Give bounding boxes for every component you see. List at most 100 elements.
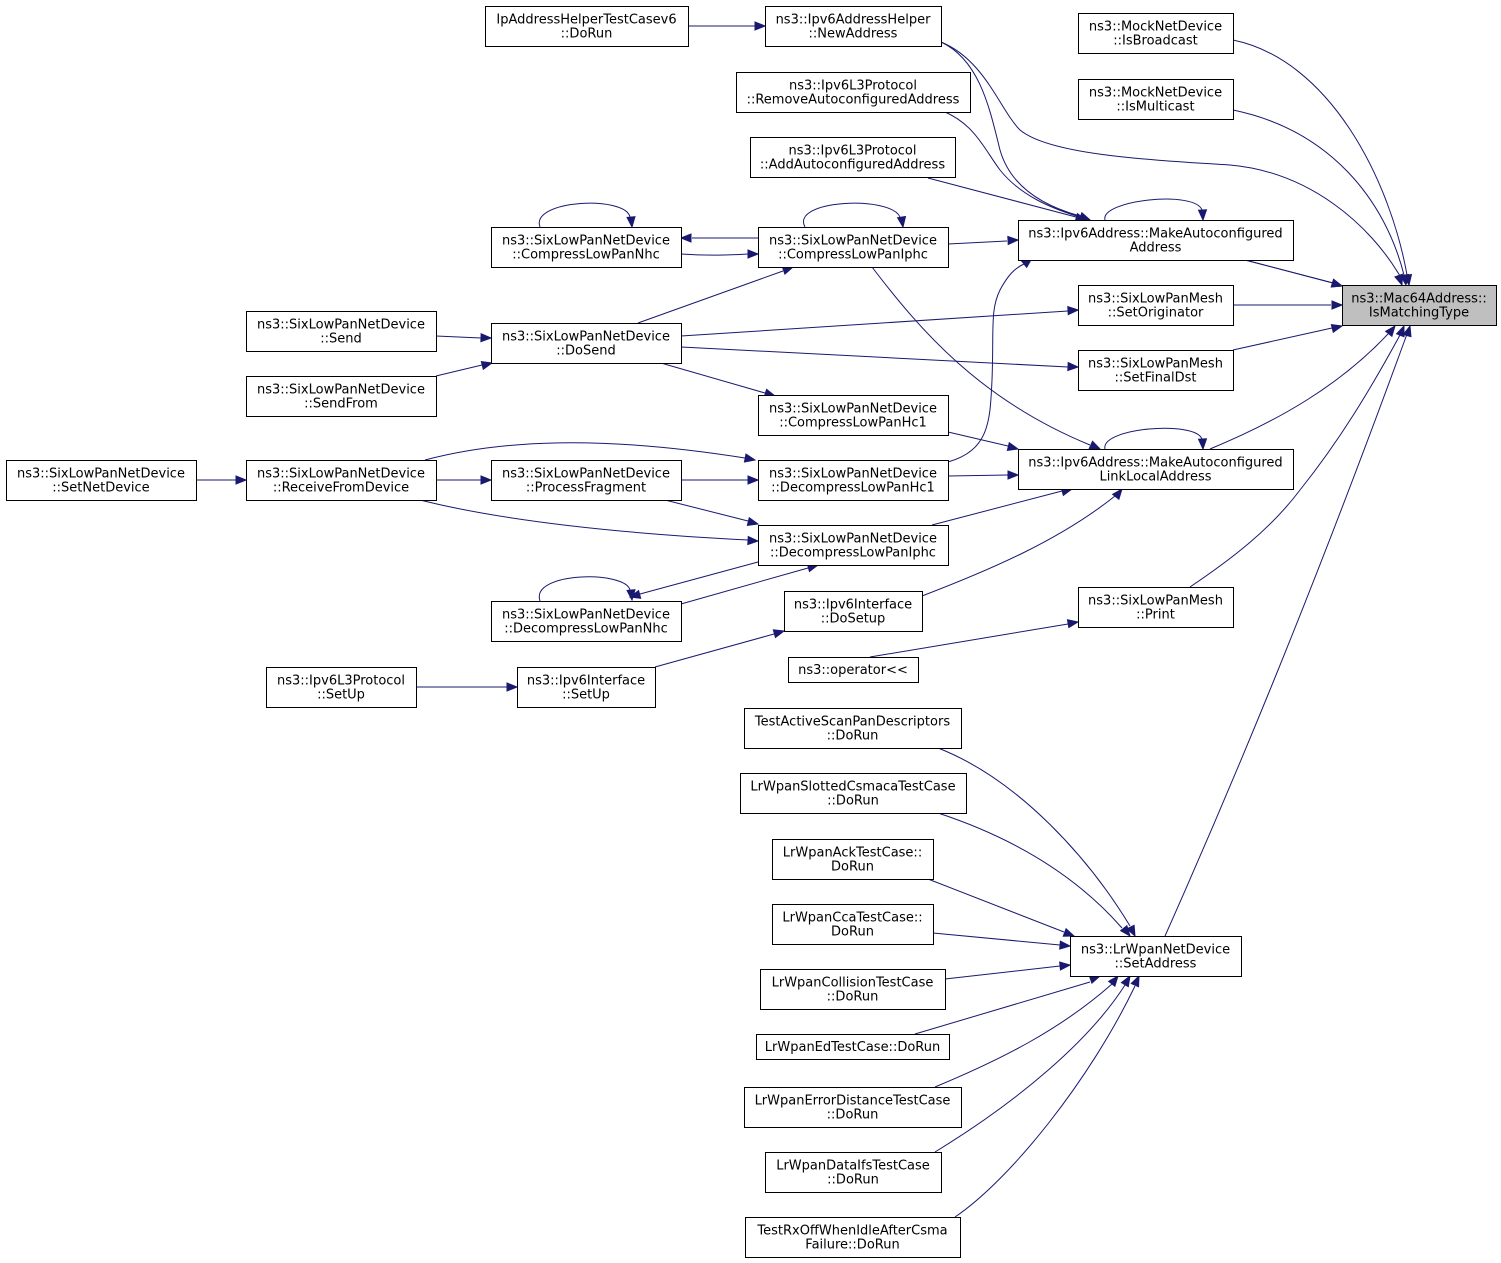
- arrowhead: [1067, 305, 1080, 316]
- edge-ifsetup-to-dosetup: [654, 629, 786, 668]
- node-box: [246, 311, 437, 352]
- arrowhead: [1007, 235, 1020, 246]
- arrowhead: [743, 453, 757, 463]
- node-label-line: ns3::Ipv6AddressHelper: [776, 13, 932, 28]
- node-t_errdist[interactable]: LrWpanErrorDistanceTestCase::DoRun: [744, 1087, 962, 1128]
- node-label-line: ::ProcessFragment: [526, 481, 646, 496]
- node-oplt[interactable]: ns3::operator<<: [788, 657, 919, 683]
- node-label-line: ns3::SixLowPanNetDevice: [769, 532, 937, 547]
- node-label-line: ns3::Ipv6Address::MakeAutoconfigured: [1028, 227, 1282, 242]
- edge-line: [664, 499, 749, 522]
- node-decompnhc[interactable]: ns3::SixLowPanNetDevice::DecompressLowPa…: [491, 601, 682, 642]
- node-label-line: ns3::MockNetDevice: [1089, 20, 1222, 35]
- edge-line: [940, 41, 1081, 217]
- arrowhead: [1197, 438, 1208, 451]
- node-label-line: ns3::SixLowPanNetDevice: [769, 467, 937, 482]
- node-label-line: ::NewAddress: [809, 27, 898, 42]
- node-dosend[interactable]: ns3::SixLowPanNetDevice::DoSend: [491, 323, 682, 364]
- edge-line: [1232, 327, 1333, 351]
- node-label-line: ::ReceiveFromDevice: [273, 481, 409, 496]
- node-decompiphc[interactable]: ns3::SixLowPanNetDevice::DecompressLowPa…: [758, 525, 949, 566]
- node-label-line: ns3::Ipv6Interface: [527, 674, 645, 689]
- edge-line: [944, 965, 1061, 980]
- arrowhead: [747, 475, 760, 485]
- node-label-line: DoRun: [831, 860, 874, 875]
- node-t_collision[interactable]: LrWpanCollisionTestCase::DoRun: [760, 969, 946, 1010]
- arrowhead: [480, 332, 493, 343]
- node-t_activescan[interactable]: TestActiveScanPanDescriptors::DoRun: [744, 708, 962, 749]
- edge-line: [680, 346, 1069, 368]
- edge-line: [1244, 259, 1334, 284]
- node-box: [745, 1217, 961, 1258]
- node-removeauto[interactable]: ns3::Ipv6L3Protocol::RemoveAutoconfigure…: [736, 72, 971, 113]
- node-target[interactable]: ns3::Mac64Address::IsMatchingType: [1342, 285, 1497, 326]
- edge-line: [937, 747, 1131, 927]
- node-ifsetup[interactable]: ns3::Ipv6Interface::SetUp: [517, 667, 656, 708]
- arrowhead: [1330, 278, 1344, 288]
- edge-line: [680, 310, 1069, 337]
- node-label-line: ::DecompressLowPanIphc: [770, 546, 936, 561]
- node-ismulticast[interactable]: ns3::MockNetDevice::IsMulticast: [1078, 79, 1234, 120]
- node-procfrag[interactable]: ns3::SixLowPanNetDevice::ProcessFragment: [491, 460, 682, 501]
- node-setnetdev[interactable]: ns3::SixLowPanNetDevice::SetNetDevice: [6, 460, 197, 501]
- node-newaddr[interactable]: ns3::Ipv6AddressHelper::NewAddress: [765, 6, 942, 47]
- node-recvfrom[interactable]: ns3::SixLowPanNetDevice::ReceiveFromDevi…: [246, 460, 437, 501]
- node-comphc1[interactable]: ns3::SixLowPanNetDevice::CompressLowPanH…: [758, 395, 949, 436]
- node-box: [760, 969, 946, 1010]
- node-box: [6, 460, 197, 501]
- edge-t_slotted-to-lrsetaddr: [937, 812, 1131, 938]
- node-label-line: ::RemoveAutoconfiguredAddress: [747, 93, 960, 108]
- node-compiphc[interactable]: ns3::SixLowPanNetDevice::CompressLowPanI…: [758, 227, 949, 268]
- edge-line: [435, 364, 483, 377]
- node-setorig[interactable]: ns3::SixLowPanMesh::SetOriginator: [1078, 285, 1234, 326]
- node-t_ack[interactable]: LrWpanAckTestCase::DoRun: [772, 839, 934, 880]
- node-label-line: ::Send: [320, 332, 362, 347]
- arrowhead: [772, 629, 786, 639]
- node-iptest[interactable]: IpAddressHelperTestCasev6::DoRun: [485, 6, 689, 47]
- edge-t_activescan-to-lrsetaddr: [937, 747, 1136, 938]
- node-label-line: ::DoRun: [561, 27, 613, 42]
- node-t_dataifs[interactable]: LrWpanDataIfsTestCase::DoRun: [765, 1152, 942, 1193]
- edge-dosend-to-compiphc: [637, 265, 795, 324]
- edge-layer: [196, 21, 1413, 1218]
- node-layer: ns3::Mac64Address::IsMatchingType ns3::Mo…: [6, 6, 1497, 1258]
- node-label-line: LrWpanSlottedCsmacaTestCase: [750, 780, 955, 795]
- node-dosetup[interactable]: ns3::Ipv6Interface::DoSetup: [784, 591, 923, 632]
- node-l3setup[interactable]: ns3::Ipv6L3Protocol::SetUp: [266, 667, 417, 708]
- node-label-line: ns3::SixLowPanNetDevice: [769, 234, 937, 249]
- node-label-line: ::SetNetDevice: [52, 481, 149, 496]
- node-label-line: LrWpanAckTestCase::: [783, 846, 922, 861]
- node-compnhc[interactable]: ns3::SixLowPanNetDevice::CompressLowPanN…: [491, 227, 682, 268]
- node-box: [756, 1034, 950, 1060]
- edge-dosend-to-comphc1: [660, 362, 777, 398]
- node-t_cca[interactable]: LrWpanCcaTestCase::DoRun: [772, 904, 934, 945]
- node-label-line: ::DoRun: [827, 729, 879, 744]
- node-meshprint[interactable]: ns3::SixLowPanMesh::Print: [1078, 587, 1234, 628]
- arrowhead: [480, 475, 493, 485]
- edge-setnetdev-to-recvfrom: [196, 475, 248, 485]
- edge-recvfrom-to-decomphc1: [424, 442, 757, 463]
- node-sendfrom[interactable]: ns3::SixLowPanNetDevice::SendFrom: [246, 376, 437, 417]
- node-box: [491, 460, 682, 501]
- edge-compiphc-to-mkauto: [947, 235, 1020, 246]
- node-t_ed[interactable]: LrWpanEdTestCase::DoRun: [756, 1034, 950, 1060]
- node-lrsetaddr[interactable]: ns3::LrWpanNetDevice::SetAddress: [1070, 936, 1242, 977]
- node-mkauto[interactable]: ns3::Ipv6Address::MakeAutoconfiguredAddr…: [1018, 220, 1294, 261]
- edge-line: [934, 983, 1113, 1088]
- node-box: [788, 657, 919, 683]
- node-t_slotted[interactable]: LrWpanSlottedCsmacaTestCase::DoRun: [740, 773, 967, 814]
- edge-addauto-to-mkauto: [927, 177, 1088, 222]
- arrowhead: [1119, 924, 1131, 938]
- node-mkll[interactable]: ns3::Ipv6Address::MakeAutoconfiguredLink…: [1018, 449, 1294, 490]
- node-setfinal[interactable]: ns3::SixLowPanMesh::SetFinalDst: [1078, 350, 1234, 391]
- node-decomphc1[interactable]: ns3::SixLowPanNetDevice::DecompressLowPa…: [758, 460, 949, 501]
- node-label-line: ::DoRun: [827, 794, 879, 809]
- edge-mkll-to-target: [1209, 324, 1396, 450]
- node-addauto[interactable]: ns3::Ipv6L3Protocol::AddAutoconfiguredAd…: [750, 137, 956, 178]
- node-send[interactable]: ns3::SixLowPanNetDevice::Send: [246, 311, 437, 352]
- edge-compnhc-to-compiphc: [680, 249, 760, 259]
- arrowhead: [480, 360, 494, 371]
- node-label-line: ns3::SixLowPanNetDevice: [502, 608, 670, 623]
- node-isbroadcast[interactable]: ns3::MockNetDevice::IsBroadcast: [1078, 13, 1234, 54]
